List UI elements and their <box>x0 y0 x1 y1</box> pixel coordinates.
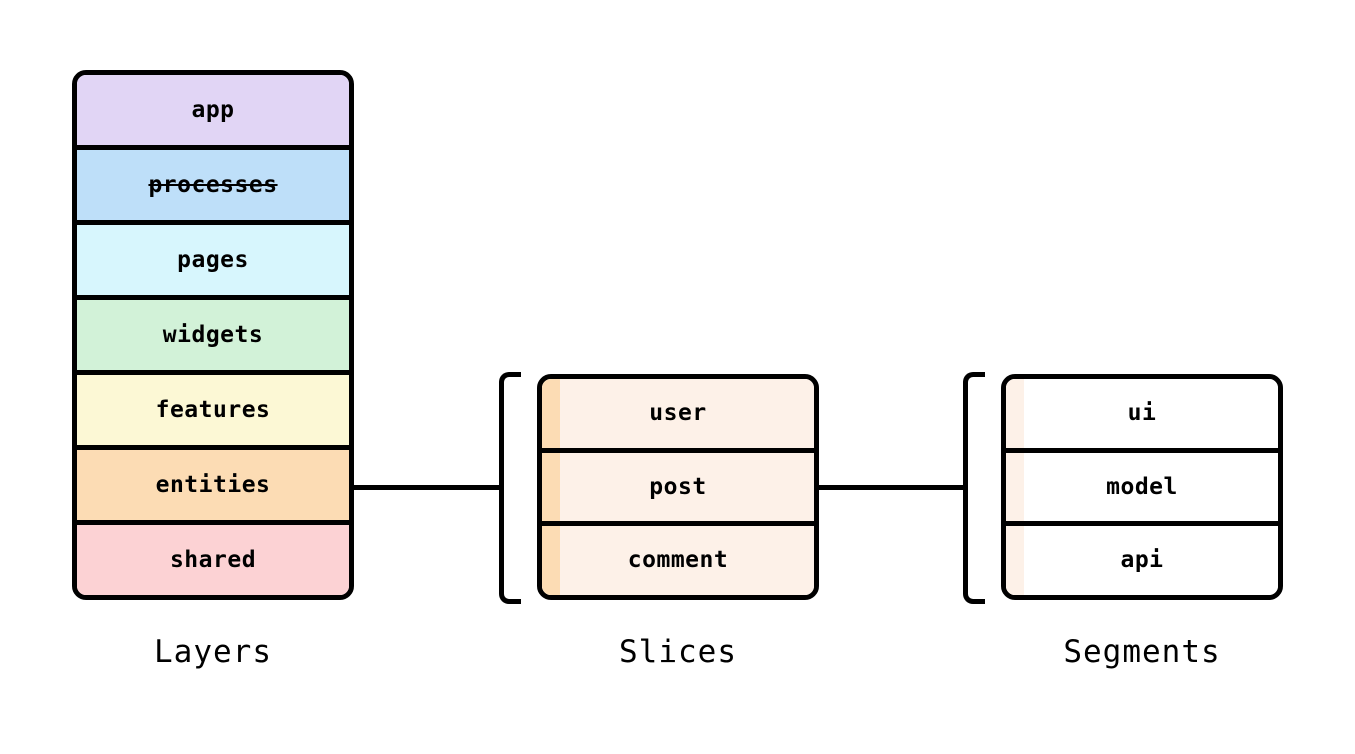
row-label: widgets <box>162 321 264 348</box>
row-label: user <box>649 399 707 426</box>
row-model[interactable]: model <box>1006 452 1278 527</box>
layers-stack: app processes pages widgets features entities… <box>72 70 354 600</box>
connector-slices-to-segments <box>818 485 968 490</box>
row-label: app <box>191 96 235 123</box>
row-label: model <box>1106 473 1178 500</box>
caption-layers: Layers <box>154 634 272 670</box>
row-accent-stripe <box>1006 379 1024 448</box>
row-pages[interactable]: pages <box>77 225 349 300</box>
caption-slices: Slices <box>619 634 737 670</box>
row-accent-stripe <box>1006 452 1024 522</box>
row-label: api <box>1120 547 1164 574</box>
row-accent-stripe <box>542 526 560 595</box>
row-user[interactable]: user <box>542 379 814 453</box>
row-processes[interactable]: processes <box>77 150 349 225</box>
segments-stack: ui model api <box>1001 374 1283 600</box>
row-entities[interactable]: entities <box>77 450 349 525</box>
row-accent-stripe <box>542 379 560 448</box>
row-api[interactable]: api <box>1006 526 1278 595</box>
row-label: post <box>649 473 707 500</box>
row-app[interactable]: app <box>77 75 349 150</box>
bracket-slices <box>499 372 521 604</box>
row-label: processes <box>148 171 278 198</box>
row-accent-stripe <box>1006 526 1024 595</box>
row-features[interactable]: features <box>77 375 349 450</box>
row-label: pages <box>177 246 249 273</box>
row-shared[interactable]: shared <box>77 525 349 595</box>
connector-layers-to-slices <box>354 485 504 490</box>
row-label: comment <box>627 547 729 574</box>
row-label: shared <box>169 546 257 573</box>
row-ui[interactable]: ui <box>1006 379 1278 453</box>
row-accent-stripe <box>542 452 560 522</box>
caption-segments: Segments <box>1063 634 1221 670</box>
row-post[interactable]: post <box>542 452 814 527</box>
row-comment[interactable]: comment <box>542 526 814 595</box>
bracket-segments <box>963 372 985 604</box>
slices-stack: user post comment <box>537 374 819 600</box>
row-label: ui <box>1127 399 1157 426</box>
row-label: entities <box>155 471 271 498</box>
row-label: features <box>155 396 271 423</box>
row-widgets[interactable]: widgets <box>77 300 349 375</box>
